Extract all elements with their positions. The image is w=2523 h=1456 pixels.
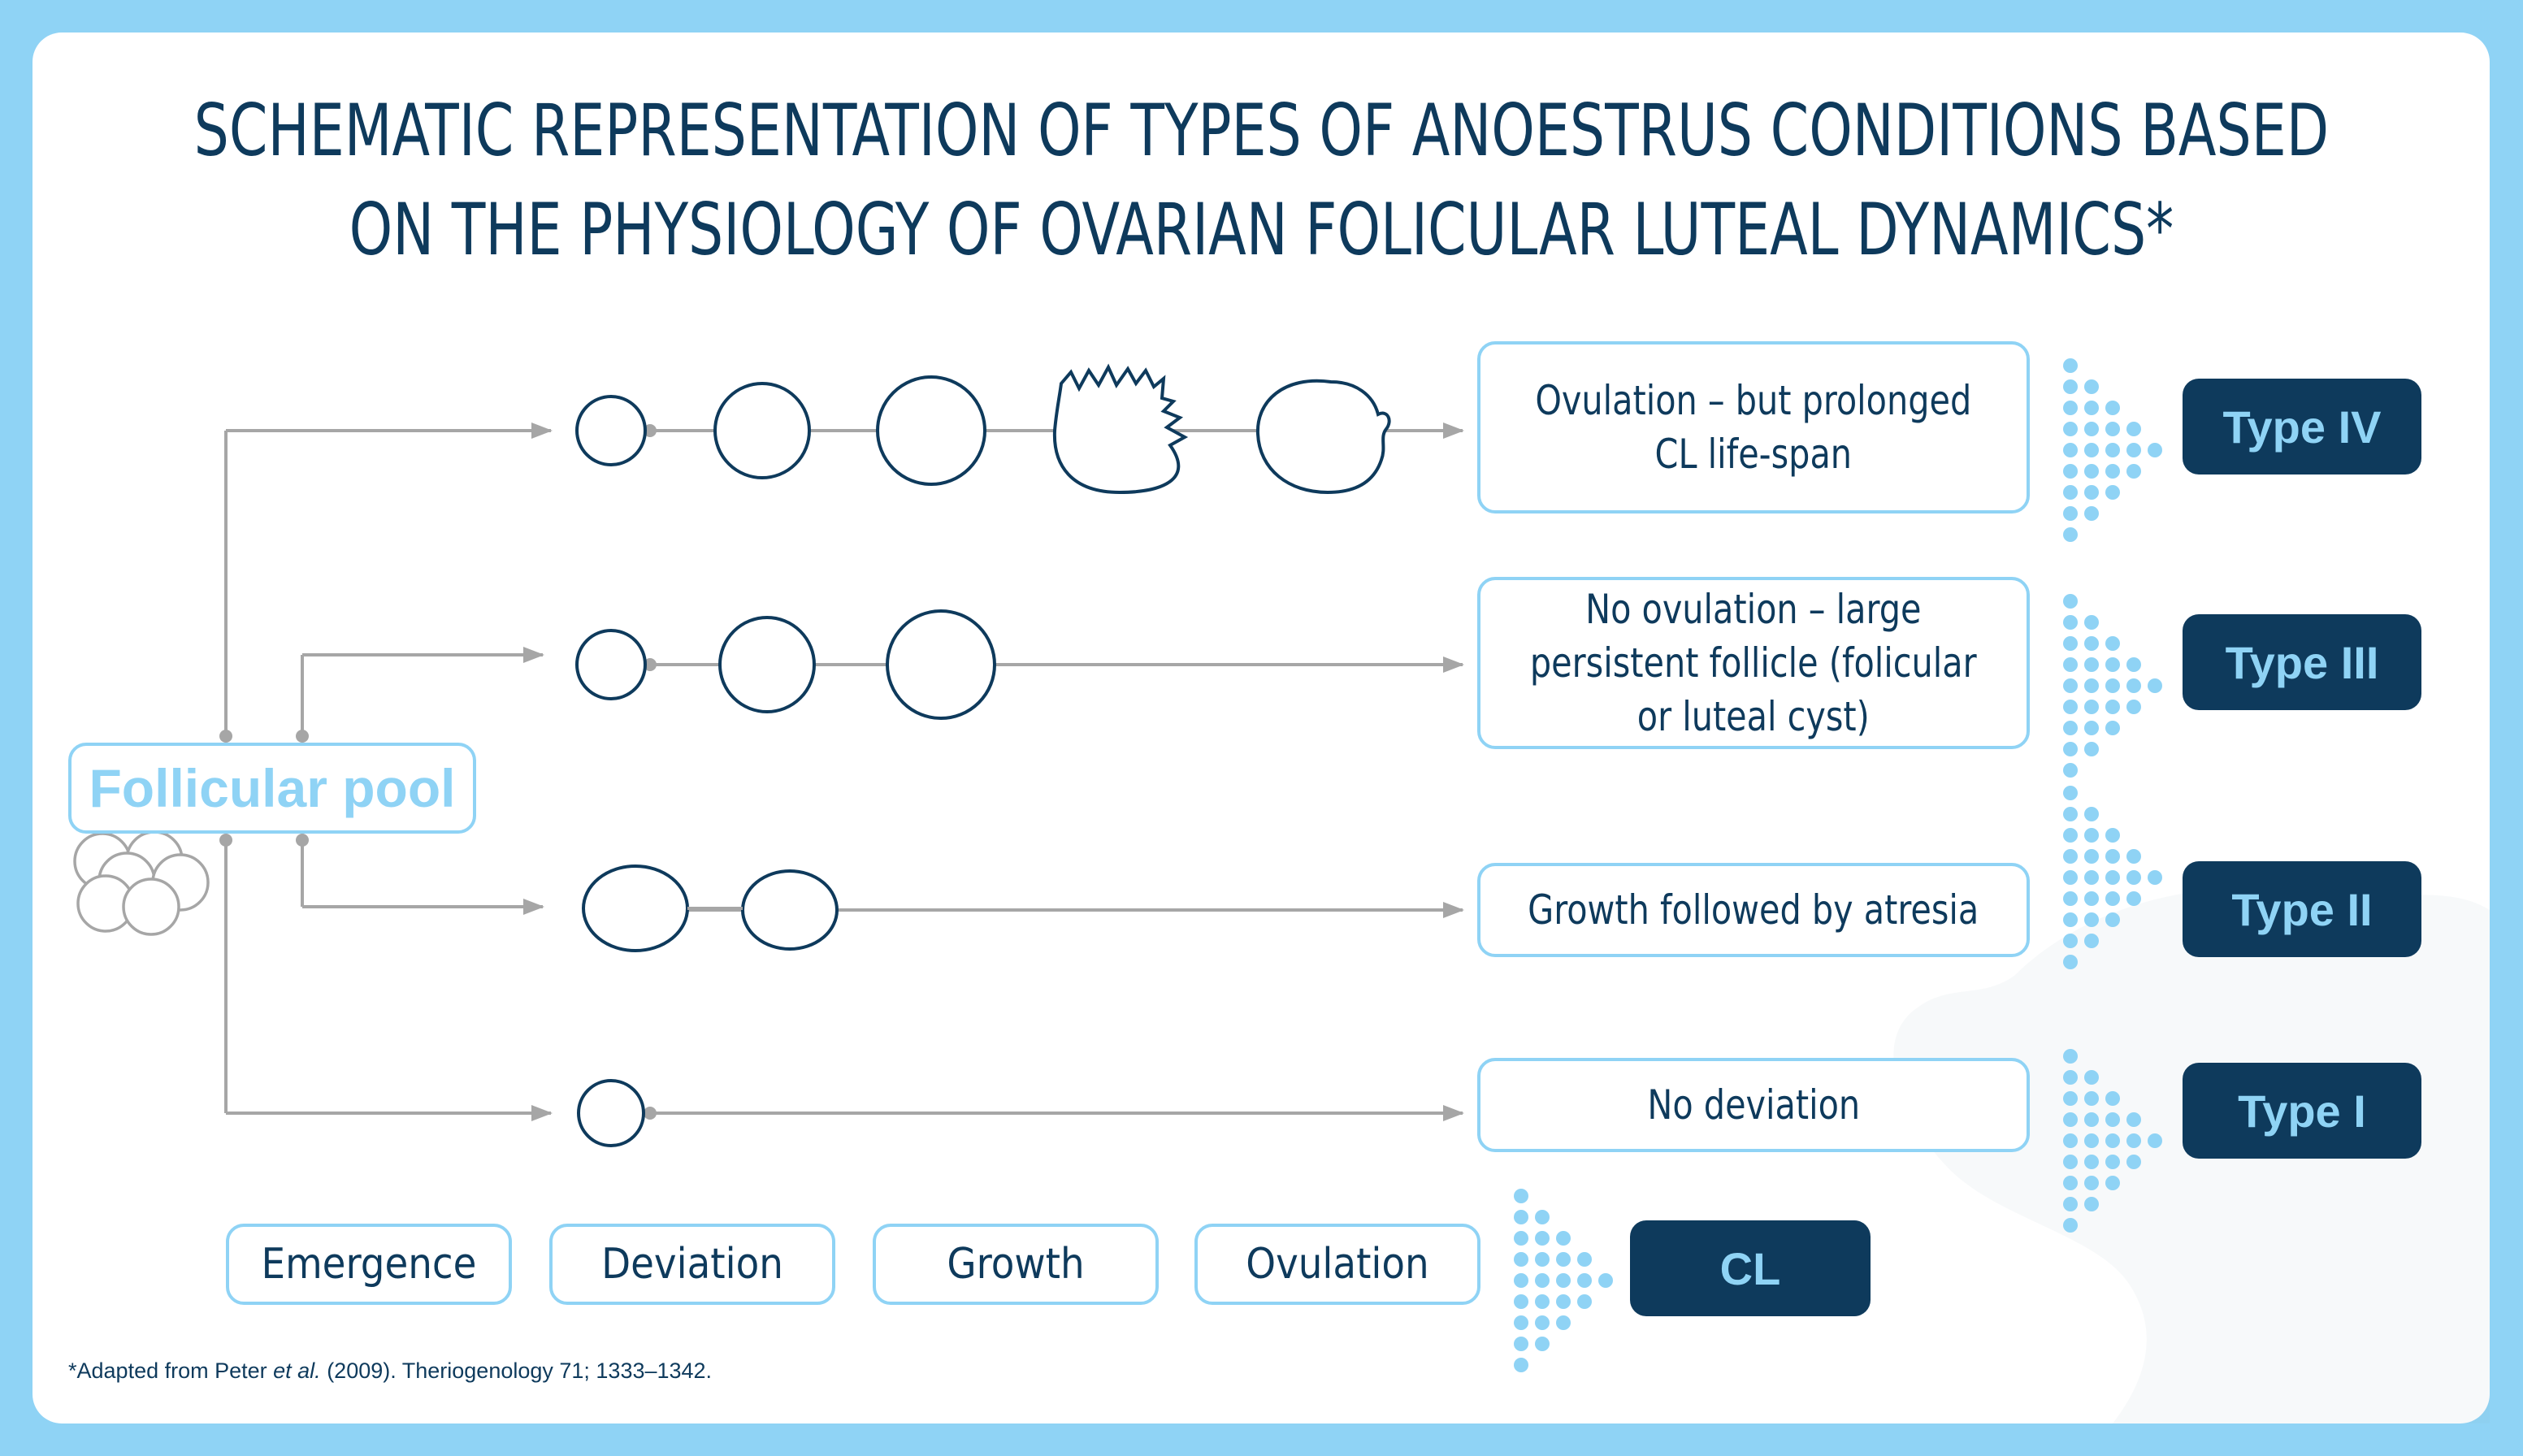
- outcome-box-type-iv: Ovulation – but prolonged CL life-span: [1477, 341, 2030, 514]
- follicles-type-iii: [575, 609, 996, 720]
- footnote: *Adapted from Peter et al. (2009). Theri…: [68, 1358, 712, 1384]
- outcome-text-line: or luteal cyst): [1636, 693, 1871, 740]
- stage-growth: Growth: [873, 1224, 1159, 1305]
- branch-lines: [224, 422, 553, 1121]
- follicle-circle-icon: [741, 869, 839, 951]
- type-label-iv: Type IV: [2183, 379, 2421, 474]
- outcome-text-line: No ovulation – large: [1585, 586, 1922, 633]
- title-line-2: ON THE PHYSIOLOGY OF OVARIAN FOLICULAR L…: [349, 188, 2174, 271]
- outcome-box-type-ii: Growth followed by atresia: [1477, 863, 2030, 957]
- page-title: SCHEMATIC REPRESENTATION OF TYPES OF ANO…: [176, 81, 2346, 280]
- outcome-text-line: CL life-span: [1654, 431, 1853, 478]
- type-label-i: Type I: [2183, 1063, 2421, 1159]
- outcome-box-type-iii: No ovulation – large persistent follicle…: [1477, 577, 2030, 749]
- footnote-suffix: (2009). Theriogenology 71; 1333–1342.: [320, 1358, 713, 1383]
- follicle-circle-icon: [718, 616, 816, 713]
- cl-label: CL: [1630, 1220, 1871, 1316]
- chevron-arrows: [1514, 358, 2162, 1372]
- chevron-dots-arrow-icon: [2063, 358, 2162, 542]
- row-dots: [644, 424, 657, 1120]
- follicle-cluster-icon: [73, 830, 210, 936]
- follicle-circle-icon: [876, 375, 986, 486]
- follicle-circle-icon: [582, 864, 689, 952]
- footnote-italic: et al.: [273, 1358, 321, 1383]
- type-label-iii: Type III: [2183, 614, 2421, 710]
- outcome-text-line: Ovulation – but prolonged: [1535, 377, 1972, 424]
- title-line-1: SCHEMATIC REPRESENTATION OF TYPES OF ANO…: [193, 89, 2330, 172]
- outcome-text-line: persistent follicle (folicular: [1530, 639, 1977, 687]
- footnote-prefix: *Adapted from Peter: [68, 1358, 274, 1383]
- type-label-ii: Type II: [2183, 861, 2421, 957]
- ovulated-follicle-icon: [1052, 363, 1189, 495]
- chevron-dots-arrow-icon: [2063, 1049, 2162, 1233]
- outcome-box-type-i: No deviation: [1477, 1058, 2030, 1152]
- chevron-dots-arrow-icon: [2063, 594, 2162, 778]
- follicular-pool-label: Follicular pool: [68, 743, 476, 834]
- branch-dots: [219, 730, 309, 847]
- follicle-circle-icon: [577, 1079, 645, 1147]
- row-lines: [611, 422, 1464, 1121]
- follicles-type-iv: [575, 363, 1391, 495]
- follicle-circle-icon: [575, 629, 647, 700]
- follicle-circle-icon: [575, 395, 647, 466]
- chevron-dots-arrow-icon: [1514, 1189, 1613, 1372]
- outcome-text-line: No deviation: [1647, 1081, 1860, 1129]
- stage-ovulation: Ovulation: [1194, 1224, 1480, 1305]
- chevron-dots-arrow-icon: [2063, 786, 2162, 969]
- corpus-luteum-icon: [1255, 379, 1391, 495]
- follicle-circle-icon: [713, 382, 811, 479]
- diagram-card: [33, 32, 2490, 1424]
- stage-emergence: Emergence: [226, 1224, 512, 1305]
- outcome-text-line: Growth followed by atresia: [1528, 886, 1979, 934]
- follicle-circle-icon: [886, 609, 996, 720]
- stage-deviation: Deviation: [549, 1224, 835, 1305]
- follicles-type-i: [577, 1079, 645, 1147]
